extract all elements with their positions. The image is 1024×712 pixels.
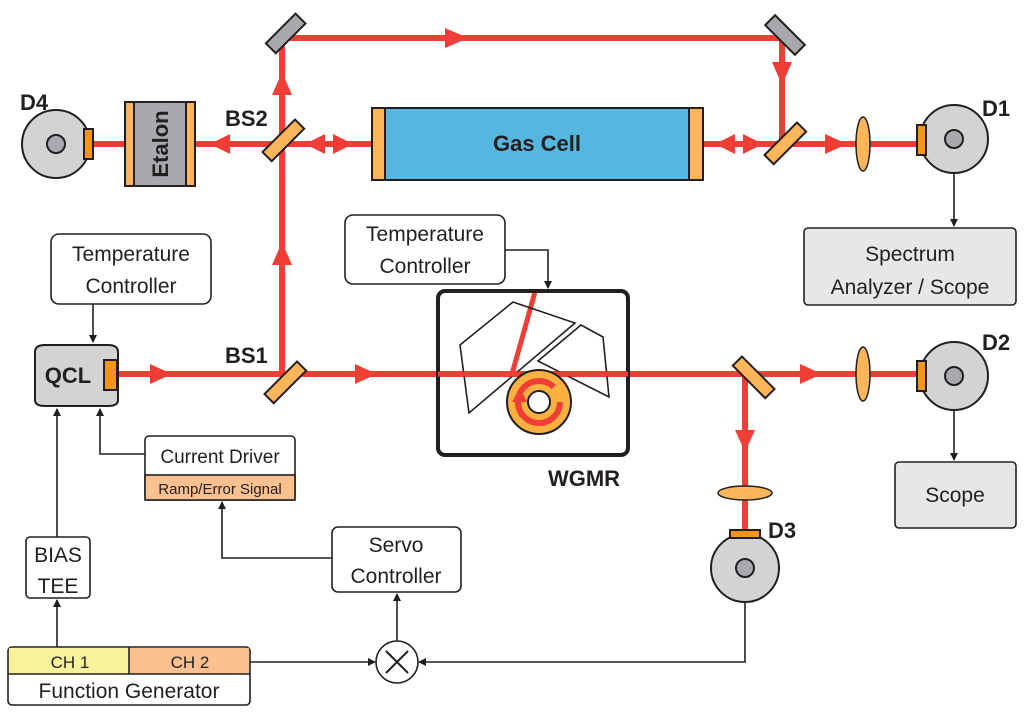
function-generator-label: Function Generator xyxy=(39,680,220,703)
mirror-top-right xyxy=(763,13,807,57)
box-line: Spectrum xyxy=(865,243,955,266)
box-line: Temperature xyxy=(72,243,190,266)
beamsplitter-bs2 xyxy=(261,118,306,163)
d1-label: D1 xyxy=(982,96,1010,121)
bs1-label: BS1 xyxy=(225,343,268,368)
d3-label: D3 xyxy=(768,518,796,543)
box-line: BIAS xyxy=(34,544,82,567)
box-line: Servo xyxy=(369,534,424,557)
beamsplitter-d1 xyxy=(763,121,808,166)
box-line: Controller xyxy=(379,255,470,278)
ch2-label: CH 2 xyxy=(171,653,210,672)
function-generator: CH 1 CH 2 Function Generator xyxy=(7,646,251,706)
signal-wires xyxy=(53,173,958,666)
qcl-label: QCL xyxy=(45,363,91,388)
gas-cell-label: Gas Cell xyxy=(493,131,581,156)
detector-d2 xyxy=(916,341,989,411)
bs2-label: BS2 xyxy=(225,106,268,131)
gas-cell: Gas Cell xyxy=(371,107,704,181)
box-line: TEE xyxy=(38,575,79,598)
box-line: Temperature xyxy=(366,223,484,246)
detector-d4 xyxy=(21,109,94,179)
scope-label: Scope xyxy=(925,484,985,507)
bias-tee: BIAS TEE xyxy=(25,536,91,599)
servo-controller: Servo Controller xyxy=(331,526,462,593)
ch1-label: CH 1 xyxy=(51,653,90,672)
box-line: Analyzer / Scope xyxy=(831,276,990,299)
d2-label: D2 xyxy=(982,330,1010,355)
multiplier-circle-icon xyxy=(375,640,419,684)
current-driver: Current Driver Ramp/Error Signal xyxy=(144,435,296,501)
spectrum-analyzer-scope: Spectrum Analyzer / Scope xyxy=(803,227,1017,306)
wgmr-assembly: WGMR xyxy=(436,289,630,491)
detector-d1 xyxy=(916,104,989,174)
qcl-laser: QCL xyxy=(34,344,119,407)
ch1-output xyxy=(9,648,129,674)
lens-d3 xyxy=(717,485,773,501)
etalon-label: Etalon xyxy=(148,110,173,177)
lens-d2 xyxy=(855,346,871,402)
beam-direction-arrows xyxy=(150,28,847,452)
lens-d1 xyxy=(855,116,871,172)
mirror-top-left xyxy=(264,12,307,55)
beamsplitter-d3 xyxy=(731,355,776,400)
ramp-error-signal-label: Ramp/Error Signal xyxy=(158,481,281,498)
wgmr-label: WGMR xyxy=(548,466,620,491)
box-line: Controller xyxy=(85,275,176,298)
d4-label: D4 xyxy=(20,90,49,115)
ch2-output xyxy=(129,648,249,674)
scope: Scope xyxy=(894,461,1017,529)
temperature-controller-qcl: Temperature Controller xyxy=(50,233,212,305)
temperature-controller-wgmr: Temperature Controller xyxy=(344,214,506,285)
current-driver-label: Current Driver xyxy=(160,447,280,468)
etalon: Etalon xyxy=(124,101,196,187)
beamsplitter-bs1 xyxy=(263,360,308,405)
box-line: Controller xyxy=(350,565,441,588)
